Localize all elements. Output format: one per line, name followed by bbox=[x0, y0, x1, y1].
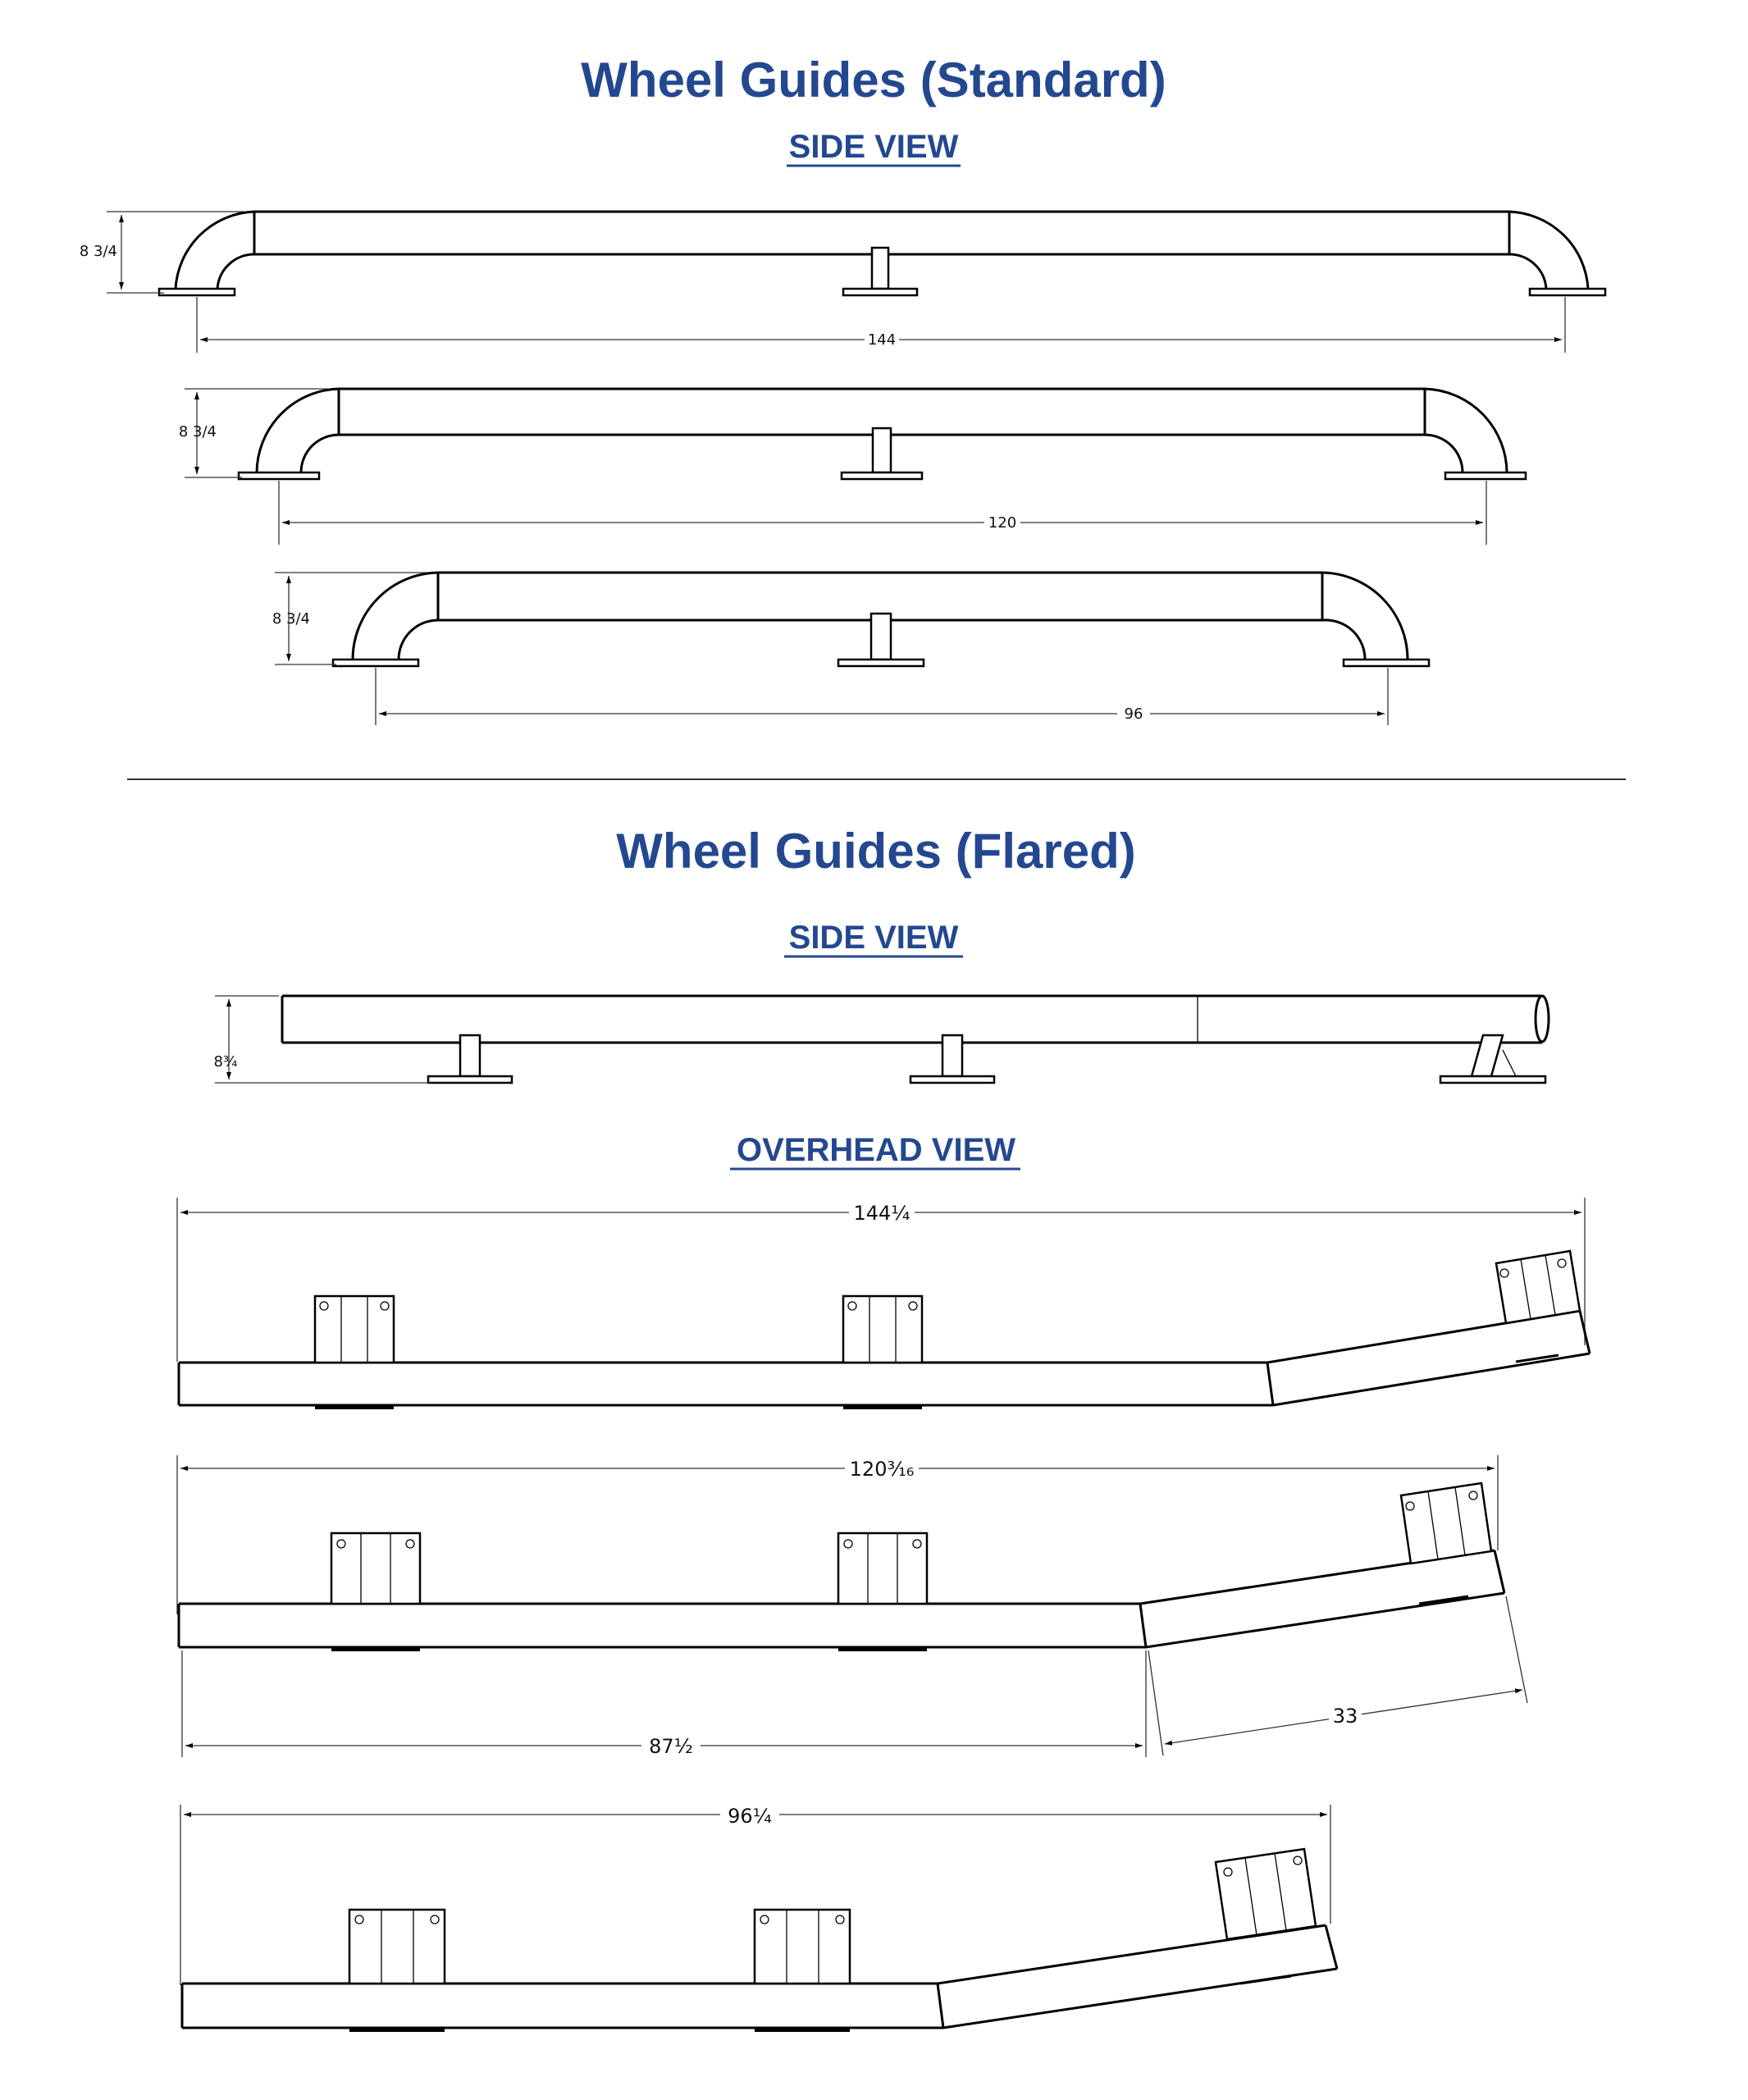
standard-side-view-label: SIDE VIEW bbox=[789, 129, 959, 165]
overhead-guide-96: 96¼ bbox=[180, 1803, 1339, 2032]
standard-guide-144-length: 144 bbox=[868, 331, 896, 349]
overhead-guide-120-length: 120³⁄₁₆ bbox=[850, 1458, 915, 1481]
flared-overhead-view-label: OVERHEAD VIEW bbox=[737, 1132, 1015, 1168]
overhead-guide-120-flare-length: 33 bbox=[1333, 1705, 1358, 1728]
overhead-guide-120-straight-length: 87½ bbox=[649, 1735, 693, 1758]
standard-guide-120: 8 3/4 120 bbox=[179, 387, 1527, 545]
flared-side-guide: 8¾ bbox=[214, 994, 1550, 1084]
overhead-guide-144: 144¼ bbox=[176, 1198, 1591, 1409]
standard-guide-120-height: 8 3/4 bbox=[179, 423, 217, 441]
standard-title: Wheel Guides (Standard) bbox=[581, 52, 1166, 107]
flared-side-height: 8¾ bbox=[214, 1053, 238, 1071]
overhead-guide-96-length: 96¼ bbox=[728, 1805, 772, 1828]
standard-guide-96: 8 3/4 96 bbox=[272, 571, 1431, 725]
flared-title: Wheel Guides (Flared) bbox=[616, 824, 1135, 879]
standard-guide-120-length: 120 bbox=[988, 514, 1016, 532]
standard-guide-96-length: 96 bbox=[1125, 705, 1143, 723]
overhead-guide-144-length: 144¼ bbox=[853, 1202, 910, 1225]
flared-side-view-label: SIDE VIEW bbox=[789, 920, 959, 956]
standard-guide-96-height: 8 3/4 bbox=[272, 610, 310, 628]
standard-guide-144-height: 8 3/4 bbox=[80, 243, 117, 260]
standard-guide-144: 8 3/4 144 bbox=[80, 210, 1607, 353]
overhead-guide-120: 120³⁄₁₆ 87½ 33 bbox=[176, 1455, 1528, 1759]
